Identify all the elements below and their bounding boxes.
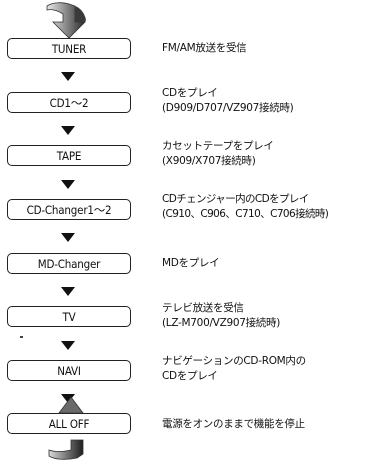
desc-line: カセットテープをプレイ: [162, 140, 274, 152]
mode-button-md-changer[interactable]: MD-Changer: [7, 253, 131, 274]
down-arrow-icon: [61, 233, 75, 242]
mode-button-tuner[interactable]: TUNER: [7, 38, 131, 59]
desc-line: (LZ-M700/VZ907接続時): [162, 317, 280, 329]
loop-arrow-bottom-icon: [48, 439, 84, 460]
mode-desc-all-off: 電源をオンのままで機能を停止: [162, 417, 305, 432]
down-arrow-icon: [61, 341, 75, 350]
down-arrow-icon: [61, 180, 75, 189]
desc-line: CDをプレイ: [162, 87, 218, 99]
desc-line: MDをプレイ: [162, 257, 220, 269]
desc-line: CDをプレイ: [162, 370, 218, 382]
mode-desc-md-changer: MDをプレイ: [162, 256, 220, 271]
down-arrow-icon: [61, 72, 75, 81]
mode-button-tape[interactable]: TAPE: [7, 145, 131, 166]
mode-button-navi[interactable]: NAVI: [7, 360, 131, 381]
mode-desc-tuner: FM/AM放送を受信: [162, 41, 247, 56]
loop-arrow-top-icon: [46, 2, 86, 39]
down-arrow-icon: [61, 394, 75, 403]
desc-line: CDチェンジャー内のCDをプレイ: [162, 193, 309, 205]
mode-desc-tv: テレビ放送を受信 (LZ-M700/VZ907接続時): [162, 301, 280, 331]
mode-desc-navi: ナビゲーションのCD-ROM内の CDをプレイ: [162, 354, 306, 384]
scan-speck: [20, 336, 23, 338]
desc-line: FM/AM放送を受信: [162, 42, 247, 54]
desc-line: ナビゲーションのCD-ROM内の: [162, 355, 306, 367]
desc-line: 電源をオンのままで機能を停止: [162, 418, 305, 430]
mode-button-cd-changer[interactable]: CD-Changer1〜2: [7, 199, 131, 220]
mode-desc-cd: CDをプレイ (D909/D707/VZ907接続時): [162, 86, 294, 116]
down-arrow-icon: [61, 126, 75, 135]
mode-button-all-off[interactable]: ALL OFF: [7, 413, 131, 434]
mode-desc-cd-changer: CDチェンジャー内のCDをプレイ (C910、C906、C710、C706接続時…: [162, 192, 329, 222]
desc-line: (D909/D707/VZ907接続時): [162, 102, 294, 114]
desc-line: (C910、C906、C710、C706接続時): [162, 208, 329, 220]
mode-button-cd[interactable]: CD1〜2: [7, 92, 131, 113]
down-arrow-icon: [61, 287, 75, 296]
mode-desc-tape: カセットテープをプレイ (X909/X707接続時): [162, 139, 274, 169]
desc-line: (X909/X707接続時): [162, 155, 256, 167]
mode-button-tv[interactable]: TV: [7, 306, 131, 327]
desc-line: テレビ放送を受信: [162, 302, 244, 314]
loop-up-arrowhead-icon: [58, 396, 84, 414]
